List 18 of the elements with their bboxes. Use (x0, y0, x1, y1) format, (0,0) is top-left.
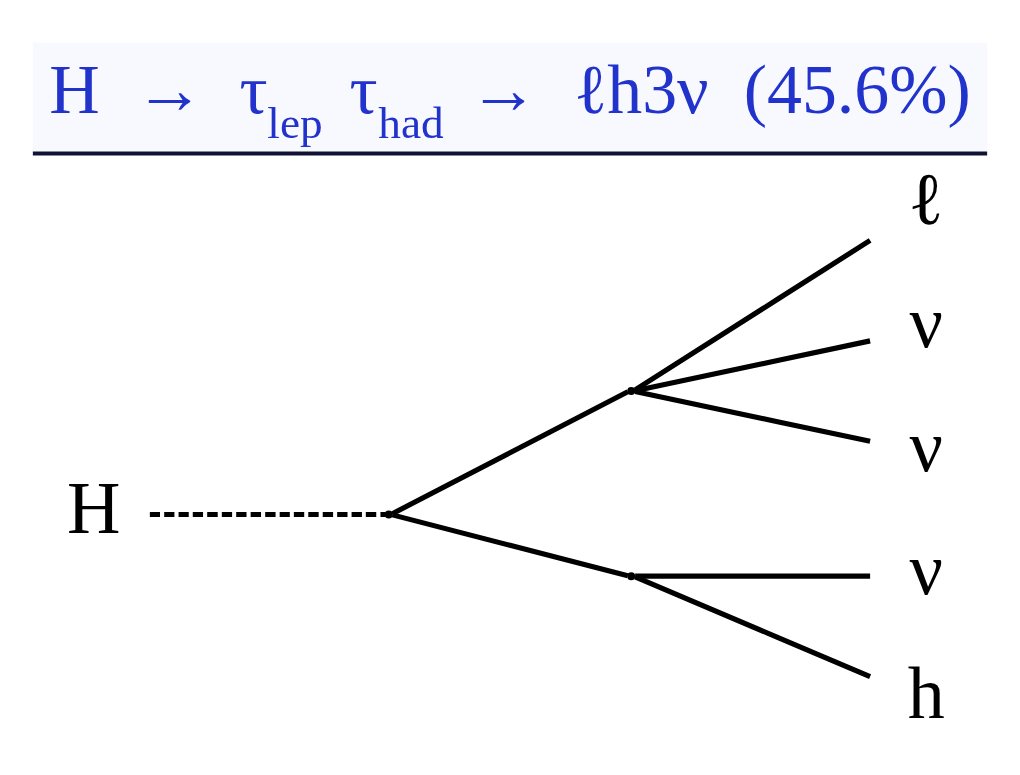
connector (149, 511, 386, 517)
connector (633, 237, 872, 392)
connector (634, 337, 871, 393)
connector (634, 388, 871, 444)
node-point (627, 386, 636, 395)
connector (634, 574, 872, 679)
connector (391, 511, 629, 578)
diagram-title: H → τ$_{lep}$ τ$_{had}$ → ℓh3ν (45.6%) (49, 50, 971, 148)
node-text: H (67, 466, 121, 549)
node-text: ν (909, 404, 943, 487)
node-text: ℓ (908, 157, 944, 240)
node-text: ν (909, 280, 943, 363)
connector (391, 389, 629, 516)
node-text: ν (909, 527, 943, 610)
node-point (627, 571, 636, 580)
node-point (384, 510, 393, 518)
connector (635, 573, 871, 579)
node-text: h (907, 651, 945, 734)
